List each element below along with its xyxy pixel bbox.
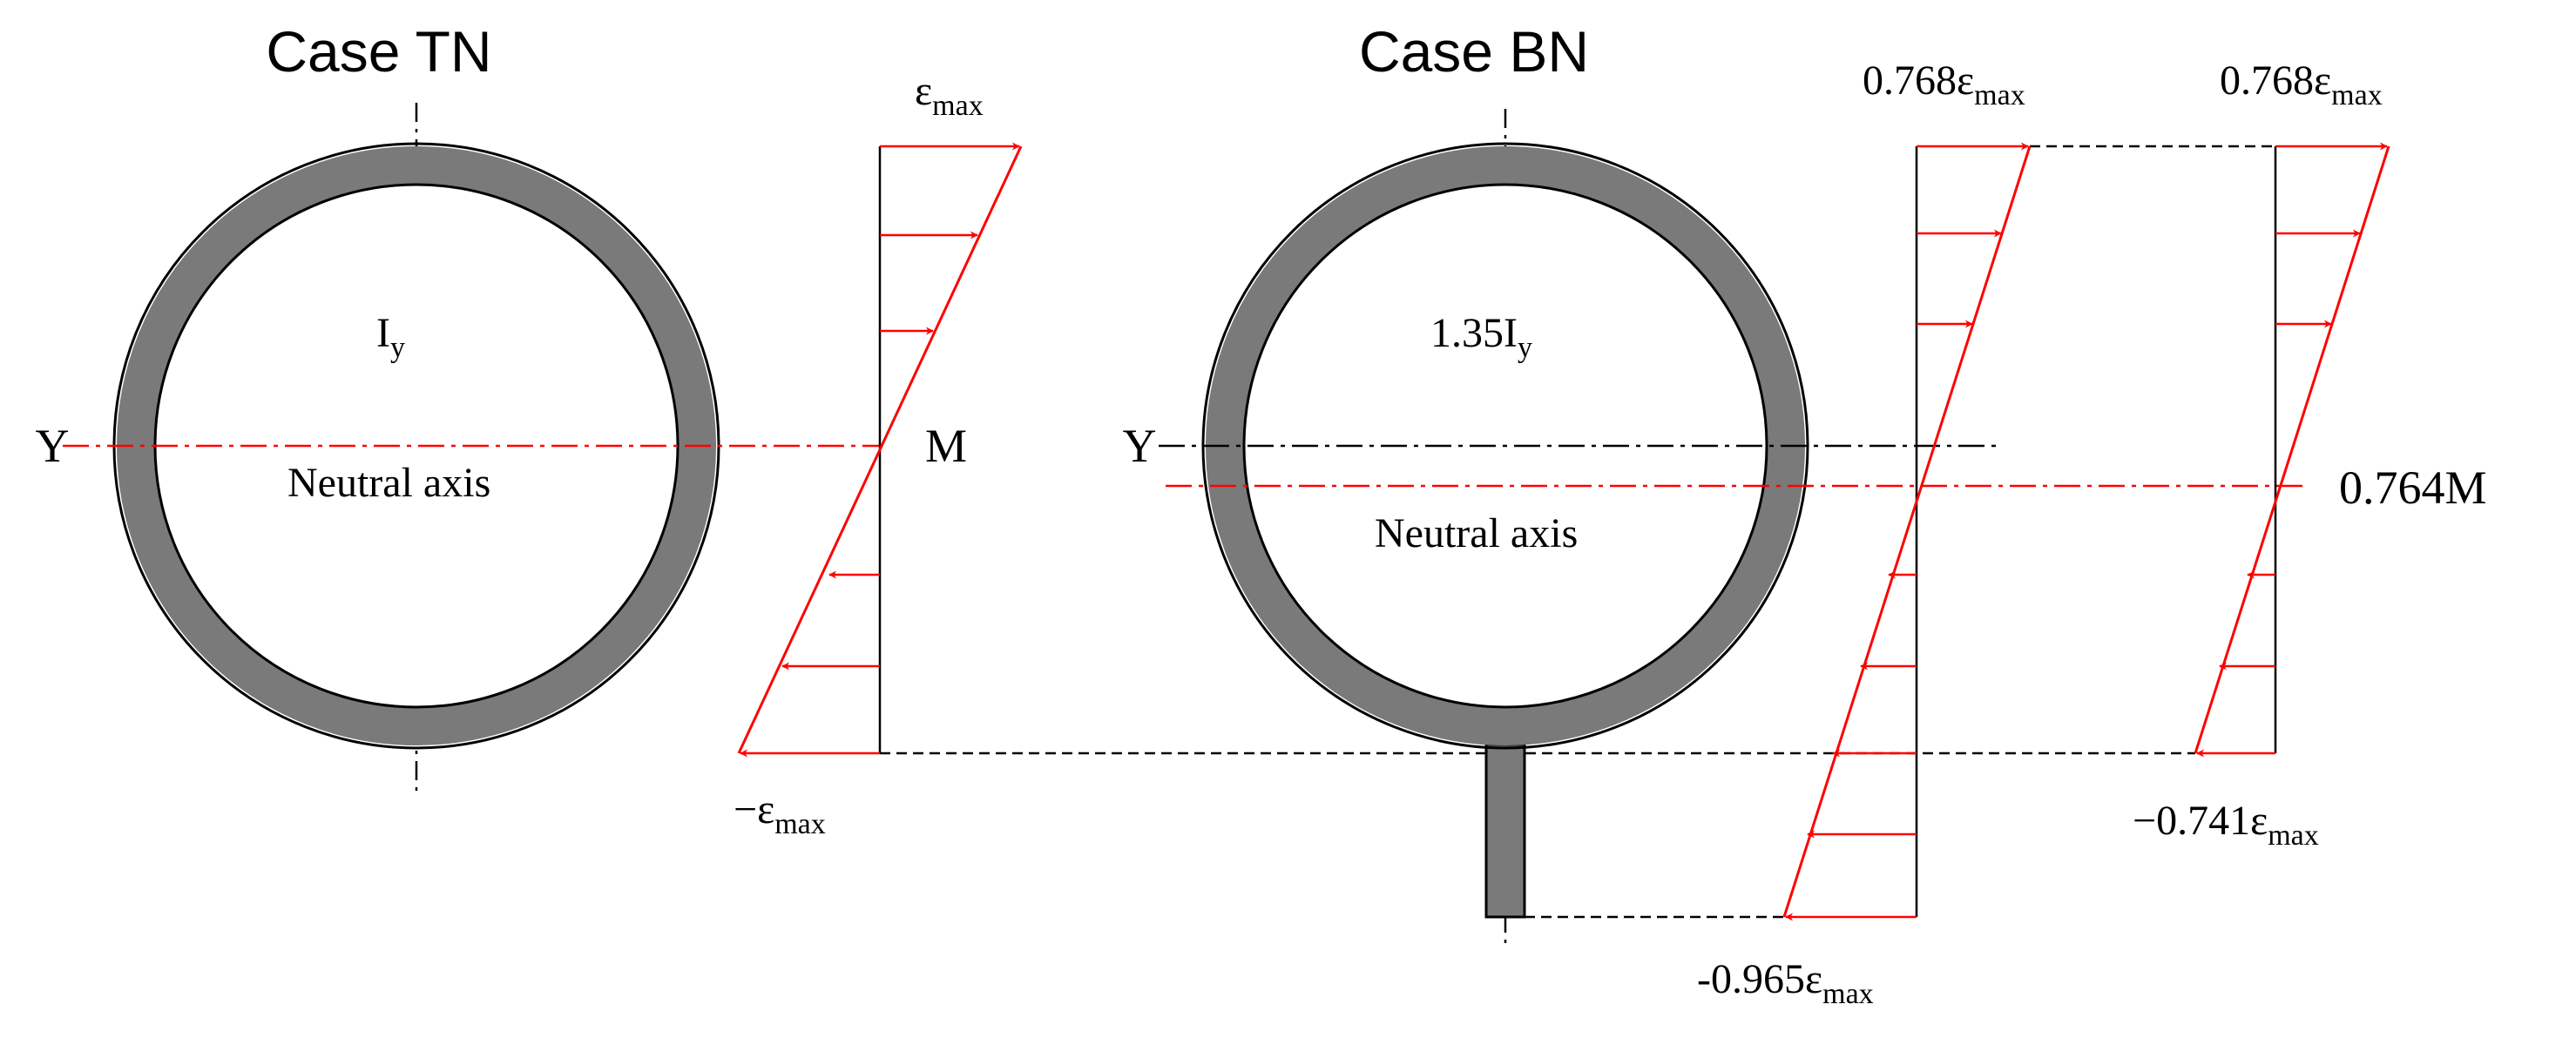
profile-a-strain-top-label: 0.768εmax <box>1863 57 2025 111</box>
case-tn-inertia-label: Iy <box>376 310 405 364</box>
case-tn-moment-label: M <box>925 420 967 472</box>
case-tn-group: Case TN Y Iy Neutral axis M εmax −εmax <box>36 19 1023 840</box>
case-bn-group: Case BN Y 1.35Iy Neutral axis 0.764M <box>1123 19 2487 1010</box>
case-bn-inertia-label: 1.35Iy <box>1430 310 1532 364</box>
profile-b-strain-top-label: 0.768εmax <box>2220 57 2383 111</box>
case-tn-y-axis-label: Y <box>36 420 70 472</box>
profile-b-strain-bottom-label: −0.741εmax <box>2133 798 2319 852</box>
case-tn-strain-arrows <box>740 142 1020 758</box>
profile-a-strain-bottom-label: -0.965εmax <box>1697 956 1874 1010</box>
case-bn-moment-label: 0.764M <box>2339 462 2487 514</box>
profile-b-arrows <box>2196 142 2388 758</box>
case-bn-title: Case BN <box>1359 19 1589 84</box>
case-bn-neutral-axis-label: Neutral axis <box>1375 510 1578 556</box>
case-bn-y-axis-label: Y <box>1123 420 1157 472</box>
case-tn-strain-top-label: εmax <box>915 68 984 122</box>
case-tn-strain-bottom-label: −εmax <box>734 786 826 840</box>
case-bn-strain-profile-b: 0.768εmax −0.741εmax <box>2133 57 2390 852</box>
case-tn-title: Case TN <box>266 19 491 84</box>
profile-a-strain-line <box>1782 145 2032 918</box>
profile-a-arrows <box>1785 142 2029 921</box>
case-bn-stiffener-plate <box>1484 743 1526 919</box>
profile-b-strain-line <box>2194 145 2390 754</box>
case-tn-strain-line <box>737 145 1023 754</box>
case-bn-strain-profile-a: 0.768εmax -0.965εmax <box>1697 57 2032 1010</box>
case-tn-neutral-axis-label: Neutral axis <box>287 460 490 506</box>
